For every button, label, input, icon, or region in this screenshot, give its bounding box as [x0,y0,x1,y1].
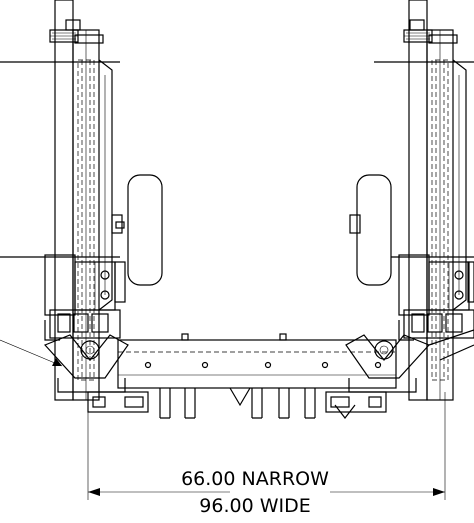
left-mast-assembly [0,0,126,401]
leader-arrow [0,339,63,367]
right-wheel [349,174,392,286]
cross-beam [117,333,397,389]
dimension-lines [87,392,446,500]
wide-dimension-label: 96.00 WIDE [199,495,310,517]
left-wheel [127,174,163,286]
narrow-dimension-label: 66.00 NARROW [181,468,329,490]
right-v-bracket [345,329,474,393]
base-feet [87,387,387,419]
